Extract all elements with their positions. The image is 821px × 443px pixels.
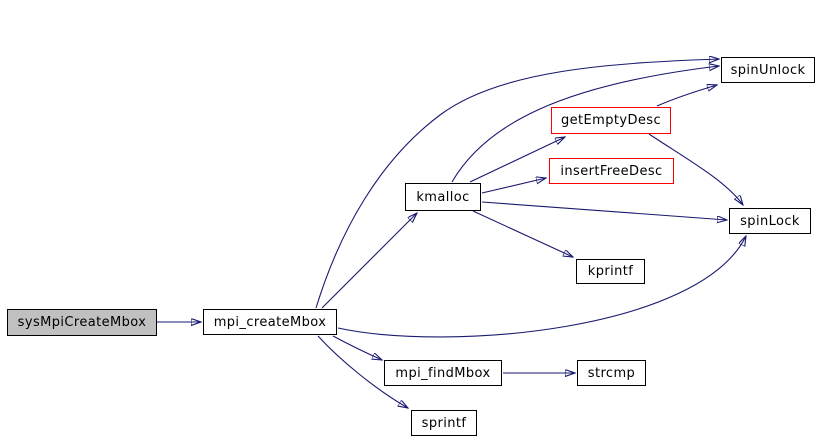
edge-kmalloc-to-insertFreeDesc <box>481 178 546 194</box>
node-insertFreeDesc-label: insertFreeDesc <box>560 163 663 179</box>
node-strcmp[interactable]: strcmp <box>577 360 646 386</box>
node-sprintf-label: sprintf <box>421 415 467 431</box>
node-kprintf[interactable]: kprintf <box>576 259 645 284</box>
node-mpi_findMbox[interactable]: mpi_findMbox <box>384 360 502 386</box>
edge-mpi_createMbox-to-kmalloc <box>321 213 417 309</box>
edge-kmalloc-to-spinLock <box>481 201 727 220</box>
node-kmalloc[interactable]: kmalloc <box>405 183 481 211</box>
edge-getEmptyDesc-to-spinUnlock <box>656 85 717 107</box>
node-mpi_createMbox-label: mpi_createMbox <box>213 314 327 330</box>
node-getEmptyDesc-label: getEmptyDesc <box>561 113 661 128</box>
node-sysMpiCreateMbox-label: sysMpiCreateMbox <box>17 315 147 330</box>
node-strcmp-label: strcmp <box>587 365 636 381</box>
edge-mpi_createMbox-to-spinLock <box>337 236 746 338</box>
node-sprintf[interactable]: sprintf <box>411 410 477 436</box>
node-sysMpiCreateMbox: sysMpiCreateMbox <box>7 309 157 336</box>
edge-mpi_createMbox-to-mpi_findMbox <box>332 335 382 360</box>
node-getEmptyDesc[interactable]: getEmptyDesc <box>551 107 671 134</box>
edge-kmalloc-to-kprintf <box>472 210 573 257</box>
node-spinUnlock-label: spinUnlock <box>730 62 806 78</box>
node-kmalloc-label: kmalloc <box>416 189 470 205</box>
node-spinLock-label: spinLock <box>740 213 800 229</box>
node-kprintf-label: kprintf <box>587 264 634 279</box>
node-mpi_createMbox[interactable]: mpi_createMbox <box>203 309 337 335</box>
node-insertFreeDesc[interactable]: insertFreeDesc <box>549 158 674 184</box>
node-mpi_findMbox-label: mpi_findMbox <box>395 365 491 381</box>
node-spinLock[interactable]: spinLock <box>729 208 811 234</box>
node-spinUnlock[interactable]: spinUnlock <box>721 57 815 83</box>
